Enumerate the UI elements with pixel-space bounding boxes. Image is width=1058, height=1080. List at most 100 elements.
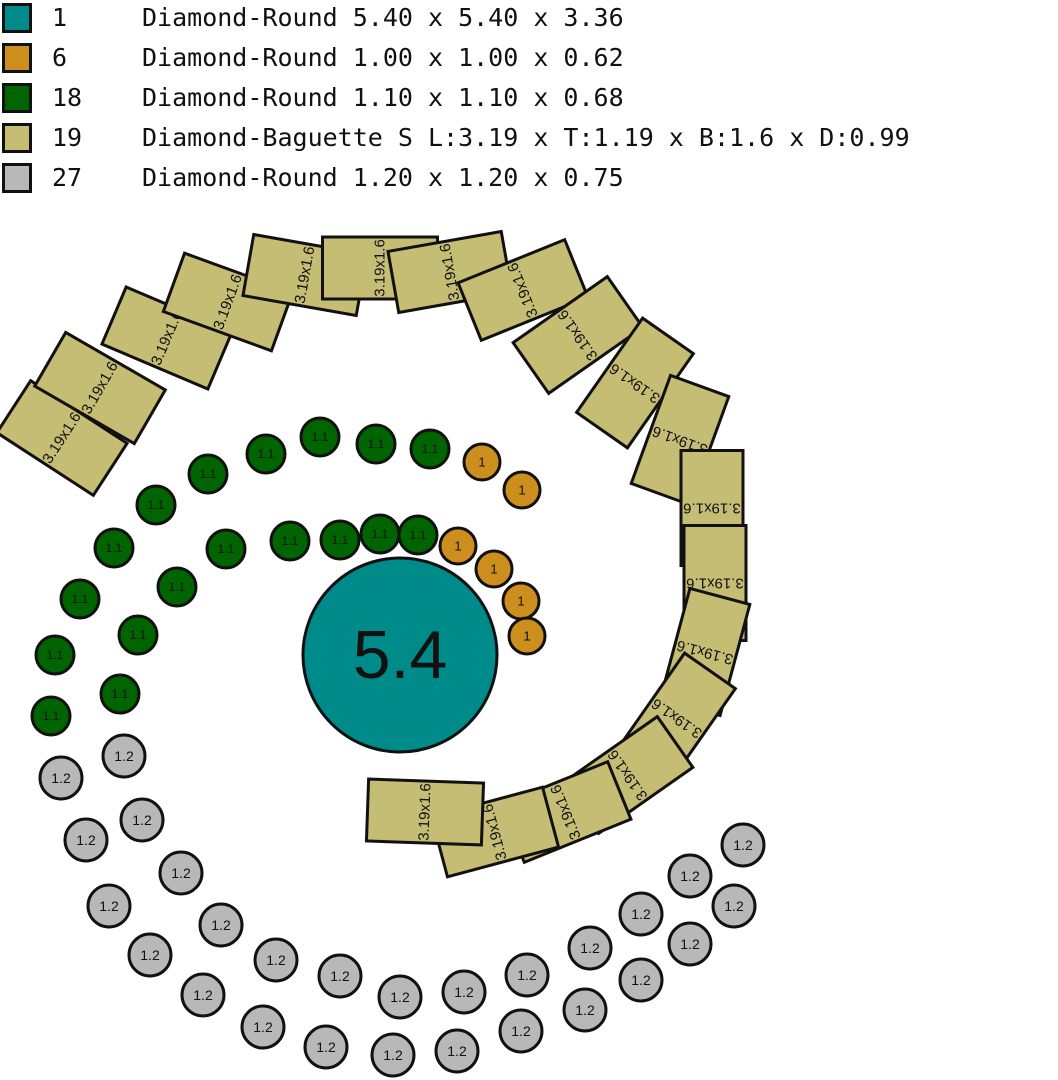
round-stone-1-2: 1.2 — [667, 853, 713, 899]
round-stone-1-2-shape — [303, 1024, 349, 1070]
round-stone-1-1-label: 1.1 — [130, 628, 147, 642]
baguette-stone-shape — [32, 330, 168, 446]
round-stone-1-0-label: 1 — [523, 629, 530, 644]
legend-count: 1 — [52, 3, 68, 32]
baguette-stone-label: 3.19x1.6 — [683, 500, 741, 517]
round-stone-1-1-shape — [99, 673, 141, 715]
legend-description: Diamond-Round 5.40 x 5.40 x 3.36 — [142, 3, 624, 32]
round-stone-1-2: 1.2 — [562, 987, 608, 1033]
round-stone-1-1-label: 1.1 — [43, 709, 60, 723]
round-stone-1-0: 1 — [501, 581, 541, 621]
round-stone-1-1: 1.1 — [30, 695, 72, 737]
round-stone-1-2: 1.2 — [711, 883, 757, 929]
round-stone-1-2-label: 1.2 — [330, 968, 350, 984]
round-stone-1-1-shape — [34, 634, 76, 676]
round-stone-1-1-shape — [187, 453, 229, 495]
round-stone-1-2-label: 1.2 — [171, 865, 191, 881]
round-stone-1-1-shape — [355, 423, 397, 465]
round-stone-1-2-label: 1.2 — [76, 832, 96, 848]
round-stone-1-1-shape — [135, 484, 177, 526]
round-stone-1-0: 1 — [502, 470, 542, 510]
round-stone-1-1-label: 1.1 — [332, 533, 349, 547]
round-stone-1-1: 1.1 — [135, 484, 177, 526]
round-stone-1-2-label: 1.2 — [454, 984, 474, 1000]
round-stone-1-1-label: 1.1 — [200, 467, 217, 481]
round-stone-1-2: 1.2 — [180, 972, 226, 1018]
center-stone-shape — [301, 556, 499, 754]
round-stone-1-2-shape — [127, 932, 173, 978]
round-stone-1-1-label: 1.1 — [47, 648, 64, 662]
legend-description: Diamond-Round 1.10 x 1.10 x 0.68 — [142, 83, 624, 112]
baguette-stone-shape — [456, 237, 590, 343]
round-stone-1-1-label: 1.1 — [106, 541, 123, 555]
round-stone-1-2-label: 1.2 — [631, 972, 651, 988]
round-stone-1-1: 1.1 — [299, 416, 341, 458]
round-stone-1-2: 1.2 — [434, 1028, 480, 1074]
round-stone-1-1-label: 1.1 — [258, 447, 275, 461]
round-stone-1-2: 1.2 — [127, 932, 173, 978]
round-stone-1-2-shape — [711, 883, 757, 929]
round-stone-1-2: 1.2 — [158, 850, 204, 896]
round-stone-1-2: 1.2 — [38, 755, 84, 801]
round-stone-1-1-label: 1.1 — [368, 437, 385, 451]
round-stone-1-2-label: 1.2 — [390, 989, 410, 1005]
round-stone-1-1: 1.1 — [34, 634, 76, 676]
round-stone-1-2-shape — [504, 952, 550, 998]
round-stone-1-1-shape — [269, 520, 311, 562]
round-stone-1-1-shape — [299, 416, 341, 458]
round-stone-1-1: 1.1 — [205, 528, 247, 570]
round-stone-1-1-shape — [205, 528, 247, 570]
round-stone-1-2-shape — [720, 822, 766, 868]
round-stone-1-1: 1.1 — [409, 428, 451, 470]
round-stone-1-0-shape — [462, 442, 502, 482]
baguette-stone-label: 3.19x1.6 — [686, 575, 744, 592]
legend-description: Diamond-Round 1.20 x 1.20 x 0.75 — [142, 163, 624, 192]
round-stone-1-0-shape — [438, 526, 478, 566]
round-stone-1-2-label: 1.2 — [724, 898, 744, 914]
round-stone-1-2-label: 1.2 — [517, 967, 537, 983]
round-stone-1-2-label: 1.2 — [51, 770, 71, 786]
round-stone-1-0: 1 — [474, 549, 514, 589]
legend-swatch — [2, 83, 32, 113]
round-stone-1-2: 1.2 — [63, 817, 109, 863]
round-stone-1-0-label: 1 — [518, 483, 525, 498]
round-stone-1-2-label: 1.2 — [140, 947, 160, 963]
round-stone-1-2: 1.2 — [441, 969, 487, 1015]
round-stone-1-1: 1.1 — [59, 578, 101, 620]
round-stone-1-2: 1.2 — [618, 957, 664, 1003]
round-stone-1-2-label: 1.2 — [580, 940, 600, 956]
baguette-stone-label: 3.19x1.6 — [372, 239, 389, 297]
legend-description: Diamond-Baguette S L:3.19 x T:1.19 x B:1… — [142, 123, 910, 152]
round-stone-1-2: 1.2 — [498, 1008, 544, 1054]
round-stone-1-2: 1.2 — [119, 797, 165, 843]
round-stone-1-2: 1.2 — [667, 921, 713, 967]
round-stone-1-1: 1.1 — [319, 519, 361, 561]
round-stone-1-1: 1.1 — [117, 614, 159, 656]
round-stone-1-2-shape — [180, 972, 226, 1018]
round-stone-1-2-label: 1.2 — [193, 987, 213, 1003]
round-stone-1-1-shape — [59, 578, 101, 620]
round-stone-1-1: 1.1 — [187, 453, 229, 495]
round-stone-1-2-label: 1.2 — [383, 1047, 403, 1063]
round-stone-1-0-label: 1 — [517, 594, 524, 609]
round-stone-1-2-shape — [618, 957, 664, 1003]
round-stone-1-2-shape — [441, 969, 487, 1015]
round-stone-1-2-shape — [567, 925, 613, 971]
baguette-stone: 3.19x1.6 — [456, 237, 590, 343]
round-stone-1-2: 1.2 — [86, 883, 132, 929]
round-stone-1-0: 1 — [507, 616, 547, 656]
round-stone-1-2-shape — [119, 797, 165, 843]
round-stone-1-1-label: 1.1 — [169, 580, 186, 594]
round-stone-1-0-shape — [474, 549, 514, 589]
round-stone-1-1: 1.1 — [269, 520, 311, 562]
round-stone-1-2-shape — [253, 937, 299, 983]
baguette-stone: 3.19x1.6 — [32, 330, 168, 446]
legend-swatch — [2, 43, 32, 73]
baguette-stone: 3.19x1.6 — [511, 274, 645, 396]
round-stone-1-2-shape — [101, 733, 147, 779]
round-stone-1-2-shape — [434, 1028, 480, 1074]
round-stone-1-0-shape — [507, 616, 547, 656]
round-stone-1-2-label: 1.2 — [575, 1002, 595, 1018]
round-stone-1-2-shape — [240, 1004, 286, 1050]
